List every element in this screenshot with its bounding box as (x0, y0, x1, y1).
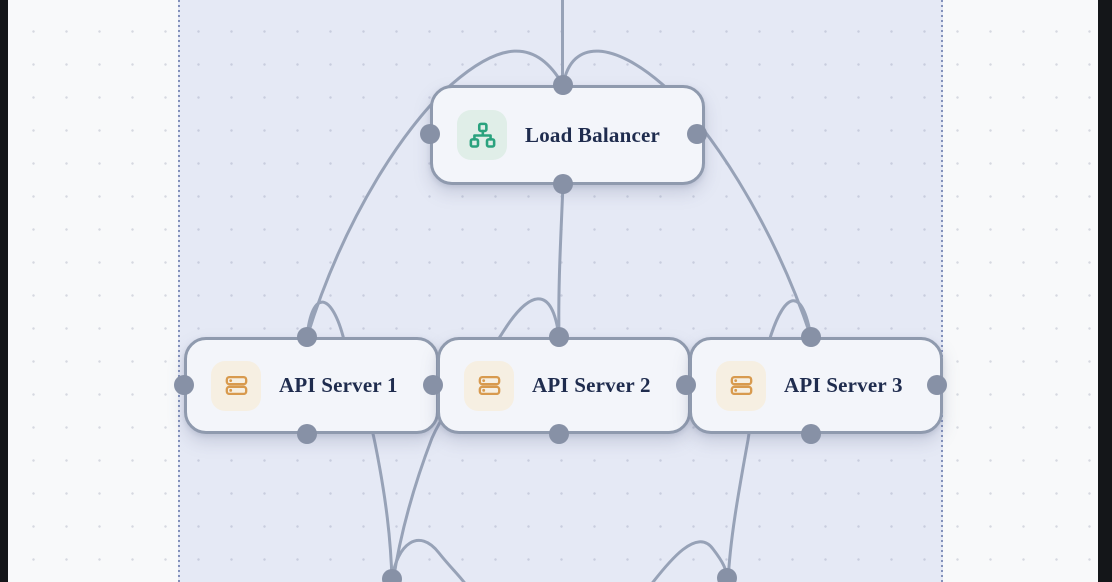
connection-handle[interactable] (801, 424, 821, 444)
server-icon (716, 360, 766, 411)
node-load-balancer[interactable]: Load Balancer (430, 85, 705, 185)
selection-border-left (178, 0, 180, 582)
server-icon (211, 360, 261, 411)
connection-handle[interactable] (420, 124, 440, 144)
connection-handle[interactable] (553, 75, 573, 95)
edge-bottom-node-left-hook[interactable] (390, 539, 467, 582)
connection-handle[interactable] (676, 375, 696, 395)
connection-handle[interactable] (801, 327, 821, 347)
connection-handle[interactable] (382, 569, 402, 582)
letterbox-right (1098, 0, 1112, 582)
connection-handle[interactable] (423, 375, 443, 395)
node-label: API Server 1 (279, 373, 398, 397)
flow-canvas[interactable]: Load Balancer API Server 1 (8, 0, 1098, 582)
connection-handle[interactable] (549, 327, 569, 347)
connection-handle[interactable] (927, 375, 947, 395)
connection-handle[interactable] (687, 124, 707, 144)
connection-handle[interactable] (297, 327, 317, 347)
selection-border-right (941, 0, 943, 582)
connection-handle[interactable] (553, 174, 573, 194)
letterbox-left (0, 0, 8, 582)
connection-handle[interactable] (549, 424, 569, 444)
connection-handle[interactable] (297, 424, 317, 444)
node-api-server-1[interactable]: API Server 1 (184, 337, 439, 434)
connection-handle[interactable] (174, 375, 194, 395)
node-api-server-3[interactable]: API Server 3 (689, 337, 943, 434)
network-hierarchy-icon (457, 110, 507, 160)
connection-handle[interactable] (717, 568, 737, 582)
edge-load-balancer-to-api-server-2[interactable] (557, 182, 565, 339)
edge-bottom-node-right-hook[interactable] (650, 540, 729, 582)
node-label: Load Balancer (525, 122, 661, 147)
node-label: API Server 3 (784, 373, 903, 397)
server-icon (464, 360, 514, 411)
node-api-server-2[interactable]: API Server 2 (437, 337, 691, 434)
node-label: API Server 2 (532, 373, 651, 397)
